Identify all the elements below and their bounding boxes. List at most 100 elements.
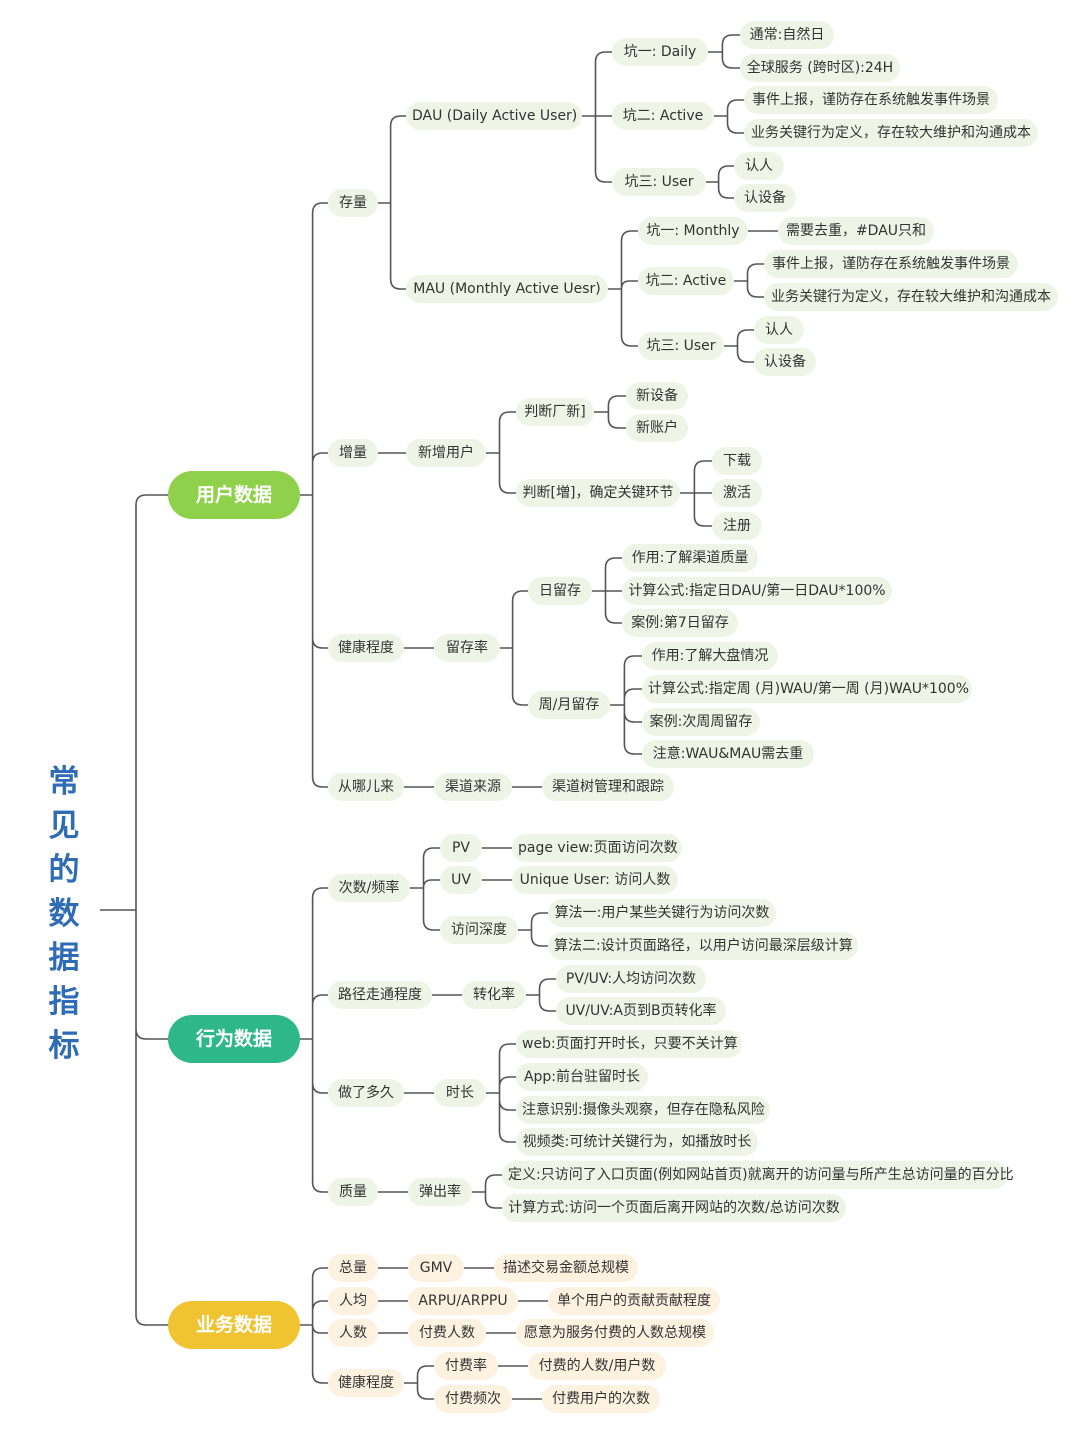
branch-user-data: 用户数据 [168, 471, 300, 519]
node-new-device: 新设备 [626, 382, 688, 410]
node-download: 下载 [712, 447, 762, 475]
connector-u-dp2 [714, 99, 744, 134]
node-mau-pit-user: 坑三: User [638, 332, 724, 360]
connector-u-ret [500, 590, 528, 706]
node-bounce-rate: 弹出率 [408, 1178, 472, 1206]
connector-z-health [404, 1365, 434, 1400]
node-page-view: page view:页面访问次数 [512, 834, 682, 862]
node-uv: UV [440, 866, 482, 894]
node-where-from: 从哪儿来 [328, 773, 404, 801]
node-gmv-desc: 描述交易金额总规模 [494, 1254, 638, 1282]
connector-u-mp2 [734, 263, 764, 298]
node-daily-ret-purpose: 作用:了解渠道质量 [622, 544, 758, 572]
title-char: 的 [48, 852, 80, 888]
title-char: 见 [48, 808, 80, 844]
node-bounce-calculation: 计算方式:访问一个页面后离开网站的次数/总访问次数 [502, 1194, 846, 1222]
connector-u-stock [378, 115, 406, 290]
connector-u-ji [680, 460, 712, 527]
node-paying-users-desc: 愿意为服务付费的人数总规模 [516, 1319, 714, 1347]
connector-b-bounce [472, 1174, 502, 1209]
node-per-capita: 人均 [328, 1287, 378, 1315]
node-app-duration: App:前台驻留时长 [516, 1063, 648, 1091]
branch-business-data: 业务数据 [168, 1301, 300, 1349]
node-pay-rate: 付费率 [434, 1352, 498, 1380]
node-duration: 时长 [434, 1079, 486, 1107]
node-depth-algo-2: 算法二:设计页面路径，以用户访问最深层级计算 [548, 932, 858, 960]
node-health: 健康程度 [328, 634, 404, 662]
node-weekly-monthly-retention: 周/月留存 [528, 691, 610, 719]
node-activate: 激活 [712, 479, 762, 507]
connector-u-jn [594, 395, 626, 429]
node-paying-users: 付费人数 [408, 1319, 486, 1347]
node-daily-retention: 日留存 [528, 577, 592, 605]
node-dau-pit-active: 坑二: Active [612, 102, 714, 130]
node-channel-tree: 渠道树管理和跟踪 [542, 773, 674, 801]
connector-u-newuser [486, 411, 516, 494]
node-pv: PV [440, 834, 482, 862]
node-pay-frequency: 付费频次 [434, 1385, 512, 1413]
node-headcount: 人数 [328, 1319, 378, 1347]
node-depth-algo-1: 算法一:用户某些关键行为访问次数 [548, 899, 776, 927]
node-quality: 质量 [328, 1178, 378, 1206]
node-weekly-ret-case: 案例:次周周留存 [642, 708, 760, 736]
node-weekly-ret-note: 注意:WAU&MAU需去重 [642, 740, 814, 768]
title-char: 指 [48, 984, 80, 1020]
connector-b-dur [486, 1043, 516, 1143]
node-web-duration: web:页面打开时长，只要不关计算 [516, 1030, 742, 1058]
node-new-users: 新增用户 [406, 439, 486, 467]
connector-u-dr [592, 557, 622, 624]
node-weekly-ret-purpose: 作用:了解大盘情况 [642, 642, 778, 670]
connector-u-dp1 [708, 34, 740, 69]
connector-u-wr [610, 655, 642, 755]
connector-u-dau [582, 51, 612, 183]
connector-b-conv [526, 978, 556, 1012]
title-char: 数 [48, 896, 80, 932]
node-identify-device-2: 认设备 [754, 348, 816, 376]
title-char: 常 [48, 764, 80, 800]
title-char: 据 [48, 940, 80, 976]
root-title: 常 见 的 数 据 指 标 [40, 760, 88, 1068]
node-identify-person-2: 认人 [754, 316, 804, 344]
node-total: 总量 [328, 1254, 378, 1282]
node-gmv: GMV [408, 1254, 464, 1282]
node-arpu-desc: 单个用户的贡献贡献程度 [548, 1287, 720, 1315]
node-payment-health: 健康程度 [328, 1369, 404, 1397]
node-pay-frequency-desc: 付费用户的次数 [542, 1385, 660, 1413]
node-key-behavior-def: 业务关键行为定义，存在较大维护和沟通成本 [744, 119, 1038, 147]
node-daily-ret-formula: 计算公式:指定日DAU/第一日DAU*100% [622, 577, 892, 605]
node-dau: DAU (Daily Active User) [406, 102, 582, 130]
node-new-account: 新账户 [626, 414, 688, 442]
node-key-behavior-def-2: 业务关键行为定义，存在较大维护和沟通成本 [764, 283, 1058, 311]
connector-b-depth [518, 912, 548, 947]
connector-b-freq [410, 847, 440, 931]
connector-u-mp3 [724, 329, 754, 363]
node-mau-pit-active: 坑二: Active [638, 267, 734, 295]
title-char: 标 [48, 1028, 80, 1064]
connector-n-biz [300, 1267, 328, 1384]
connector-u-dp3 [706, 165, 734, 199]
node-dedupe: 需要去重，#DAU只和 [778, 217, 934, 245]
node-event-report: 事件上报，谨防存在系统触发事件场景 [744, 86, 998, 114]
connector-n-beh [300, 887, 328, 1193]
node-video-duration: 视频类:可统计关键行为，如播放时长 [516, 1128, 758, 1156]
node-judge-increment: 判断[増]，确定关键环节 [516, 479, 680, 507]
node-identify-device: 认设备 [734, 184, 796, 212]
node-path-completion: 路径走通程度 [328, 981, 432, 1009]
node-pv-per-uv: PV/UV:人均访问次数 [556, 965, 706, 993]
node-a-to-b-conversion: UV/UV:A页到B页转化率 [556, 997, 726, 1025]
node-unique-user: Unique User: 访问人数 [512, 866, 678, 894]
node-how-long: 做了多久 [328, 1079, 404, 1107]
node-mau: MAU (Monthly Active Uesr) [406, 275, 608, 303]
connector-u-mau [608, 230, 638, 347]
node-register: 注册 [712, 512, 762, 540]
node-weekly-ret-formula: 计算公式:指定周 (月)WAU/第一周 (月)WAU*100% [642, 675, 972, 703]
node-daily-ret-case: 案例:第7日留存 [622, 609, 738, 637]
node-retention-rate: 留存率 [434, 634, 500, 662]
node-arpu: ARPU/ARPPU [408, 1287, 518, 1315]
node-frequency: 次数/频率 [328, 874, 410, 902]
node-pay-rate-desc: 付费的人数/用户数 [528, 1352, 666, 1380]
node-attention-recognition: 注意识别:摄像头观察，但存在隐私风险 [516, 1096, 770, 1124]
node-global-24h: 全球服务 (跨时区):24H [740, 54, 900, 82]
node-dau-pit-user: 坑三: User [612, 168, 706, 196]
branch-behavior-data: 行为数据 [168, 1015, 300, 1063]
